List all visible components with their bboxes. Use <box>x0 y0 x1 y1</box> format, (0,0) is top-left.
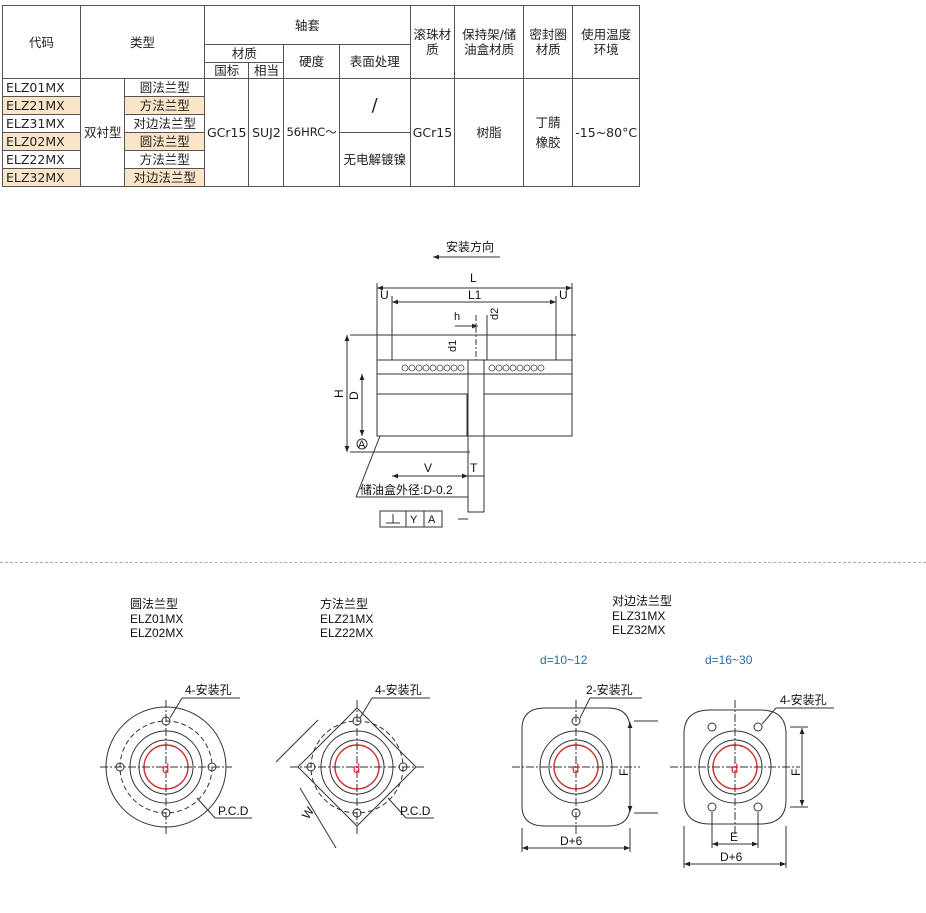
hdr-surface: 表面处理 <box>338 44 411 79</box>
square-w-label: W <box>299 804 317 822</box>
cell-code: ELZ21MX <box>2 96 81 115</box>
dim-T: T <box>470 461 478 475</box>
cut-title: 对边法兰型 <box>612 594 672 608</box>
cell-ball: GCr15 <box>409 78 456 187</box>
cell-subtype: 圆法兰型 <box>124 132 205 151</box>
hdr-seal: 密封圈材质 <box>523 5 574 79</box>
square-flange-drawing: 方法兰型 ELZ21MX ELZ22MX d W 4-安装孔 P.C.D <box>275 596 434 849</box>
hdr-retainer: 保持架/储油盒材质 <box>454 5 525 79</box>
cut-model-1: ELZ31MX <box>612 609 665 623</box>
spec-table: 代码 类型 轴套 滚珠材质 保持架/储油盒材质 密封圈材质 使用温度环境 材质 … <box>2 5 641 187</box>
square-holes-label: 4-安装孔 <box>375 682 422 697</box>
cut-model-2: ELZ32MX <box>612 623 665 637</box>
cell-subtype: 对边法兰型 <box>124 168 205 187</box>
cell-subtype: 方法兰型 <box>124 150 205 169</box>
round-model-2: ELZ02MX <box>130 626 183 640</box>
dim-U-left: U <box>380 288 389 302</box>
cut-range-2: d=16~30 <box>705 653 753 667</box>
round-holes-label: 4-安装孔 <box>185 682 232 697</box>
hdr-hardness: 硬度 <box>283 44 340 79</box>
dim-U-right: U <box>559 288 568 302</box>
hdr-temp: 使用温度环境 <box>572 5 641 79</box>
side-view-drawing: 安装方向 L L1 U U h d2 d1 <box>332 239 576 528</box>
cell-standard: GCr15 <box>203 78 250 187</box>
oil-box-note: 储油盒外径:D-0.2 <box>360 482 453 497</box>
tol-A: A <box>428 514 436 526</box>
cut-Dp6-label-2: D+6 <box>720 850 743 864</box>
dim-D: D <box>347 391 361 400</box>
round-title: 圆法兰型 <box>130 597 178 611</box>
square-d-label: d <box>353 761 360 776</box>
cell-surface-bottom: 无电解镀镍 <box>338 132 411 187</box>
cell-code: ELZ02MX <box>2 132 81 151</box>
cut-F-label-2: F <box>789 769 803 776</box>
dim-H: H <box>332 389 346 398</box>
cell-code: ELZ32MX <box>2 168 81 187</box>
cell-type-main: 双衬型 <box>79 78 126 187</box>
cell-seal: 丁腈橡胶 <box>523 78 574 187</box>
round-d-label: d <box>162 761 169 776</box>
hdr-code: 代码 <box>2 5 81 79</box>
square-title: 方法兰型 <box>320 596 368 611</box>
dim-L1: L1 <box>468 288 482 302</box>
cut-flange-drawing: 对边法兰型 ELZ31MX ELZ32MX d=10~12 d=16~30 <box>512 594 834 868</box>
section-divider <box>0 562 926 563</box>
square-model-2: ELZ22MX <box>320 626 373 640</box>
datum-A: A <box>358 439 366 451</box>
dim-d1: d1 <box>447 340 459 352</box>
cell-subtype: 对边法兰型 <box>124 114 205 133</box>
cut-E-label: E <box>730 830 738 844</box>
cell-temp: -15~80°C <box>572 78 641 187</box>
cut-F-label-1: F <box>617 769 631 776</box>
cut-d-label-1: d <box>572 761 579 776</box>
cell-equivalent: SUJ2 <box>248 78 285 187</box>
hdr-standard: 国标 <box>203 62 250 79</box>
cell-subtype: 方法兰型 <box>124 96 205 115</box>
square-pcd-label: P.C.D <box>400 804 431 818</box>
cell-hardness: 56HRC～ <box>283 78 340 187</box>
cut-Dp6-label-1: D+6 <box>560 834 583 848</box>
dim-h: h <box>454 311 460 323</box>
cut-d-label-2: d <box>731 761 738 776</box>
cell-retainer: 树脂 <box>454 78 525 187</box>
square-model-1: ELZ21MX <box>320 612 373 626</box>
hdr-ball: 滚珠材质 <box>409 5 456 79</box>
round-model-1: ELZ01MX <box>130 612 183 626</box>
install-direction-label: 安装方向 <box>446 239 494 254</box>
round-flange-drawing: 圆法兰型 ELZ01MX ELZ02MX d 4-安装孔 P.C.D <box>100 597 252 834</box>
round-pcd-label: P.C.D <box>218 804 249 818</box>
cut-range-1: d=10~12 <box>540 653 588 667</box>
tol-Y: Y <box>410 514 418 526</box>
dim-d2: d2 <box>489 308 501 320</box>
cut-holes-label-2: 4-安装孔 <box>780 692 827 707</box>
hdr-type: 类型 <box>80 5 205 79</box>
dim-V: V <box>424 461 432 475</box>
cut-holes-label-1: 2-安装孔 <box>586 682 633 697</box>
dim-L: L <box>470 271 477 285</box>
